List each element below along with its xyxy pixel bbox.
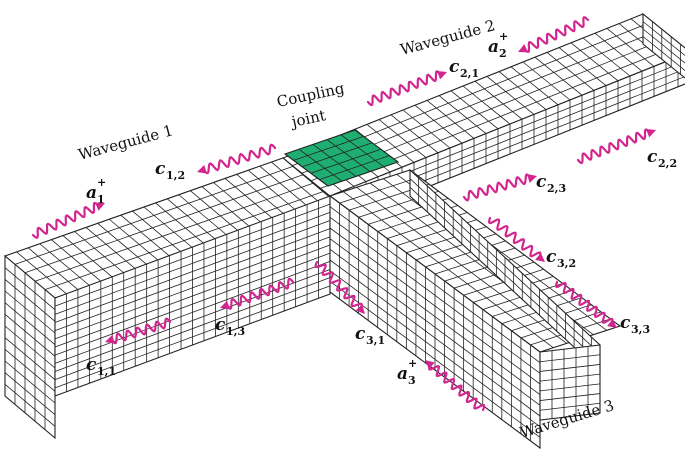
svg-text:c: c <box>546 247 557 267</box>
svg-text:1,1: 1,1 <box>97 365 116 378</box>
svg-text:c: c <box>86 355 97 375</box>
svg-text:+: + <box>408 357 417 370</box>
wave-a3-incident <box>425 360 486 412</box>
svg-text:1,2: 1,2 <box>166 169 185 182</box>
svg-text:3,2: 3,2 <box>557 257 576 270</box>
svg-text:3,3: 3,3 <box>631 323 650 336</box>
svg-text:1: 1 <box>97 193 105 206</box>
wave-c22 <box>576 128 656 165</box>
svg-text:+: + <box>499 30 508 43</box>
wave-a2-incident <box>518 16 590 53</box>
wave-c33 <box>554 280 617 328</box>
svg-text:c: c <box>215 315 226 335</box>
svg-text:3: 3 <box>408 374 416 387</box>
svg-text:c: c <box>355 324 366 344</box>
wave-arrows <box>31 16 656 412</box>
wave-c32 <box>487 216 545 262</box>
svg-text:c: c <box>647 147 658 167</box>
waveguide-3-end-face <box>539 344 601 421</box>
wave-c31 <box>314 260 365 314</box>
svg-text:c: c <box>155 159 166 179</box>
waveguide-3-side-face <box>329 194 541 449</box>
wave-c23 <box>462 173 537 202</box>
waveguide-1-end-face <box>4 254 56 440</box>
waveguide-2-label: Waveguide 2 <box>398 16 497 59</box>
svg-text:c: c <box>449 57 460 77</box>
wave-c12-reflected <box>197 143 277 175</box>
wave-c13 <box>220 277 295 310</box>
waveguide-structure <box>3 12 685 449</box>
waveguide-2-end-face <box>642 12 685 79</box>
svg-text:1,3: 1,3 <box>226 325 245 338</box>
svg-text:c: c <box>536 172 547 192</box>
svg-text:2,1: 2,1 <box>460 67 479 80</box>
svg-text:+: + <box>97 176 106 189</box>
waveguide-1-label: Waveguide 1 <box>76 121 175 164</box>
coupling-joint-patch <box>283 129 400 187</box>
svg-text:a: a <box>397 364 408 384</box>
wave-a1-incident <box>31 201 105 239</box>
waveguide-1-front-face <box>54 195 331 397</box>
svg-text:c: c <box>620 313 631 333</box>
svg-text:3,1: 3,1 <box>366 334 385 347</box>
svg-text:2: 2 <box>499 47 507 60</box>
svg-text:a: a <box>488 37 499 57</box>
coupling-joint-label-line1: Coupling <box>275 79 346 111</box>
wave-c11-outgoing <box>105 317 172 345</box>
svg-text:a: a <box>86 183 97 203</box>
svg-text:2,2: 2,2 <box>658 157 677 170</box>
svg-text:2,3: 2,3 <box>547 182 566 195</box>
wave-c21 <box>366 70 447 107</box>
coupling-joint-label-line2: joint <box>288 106 327 131</box>
